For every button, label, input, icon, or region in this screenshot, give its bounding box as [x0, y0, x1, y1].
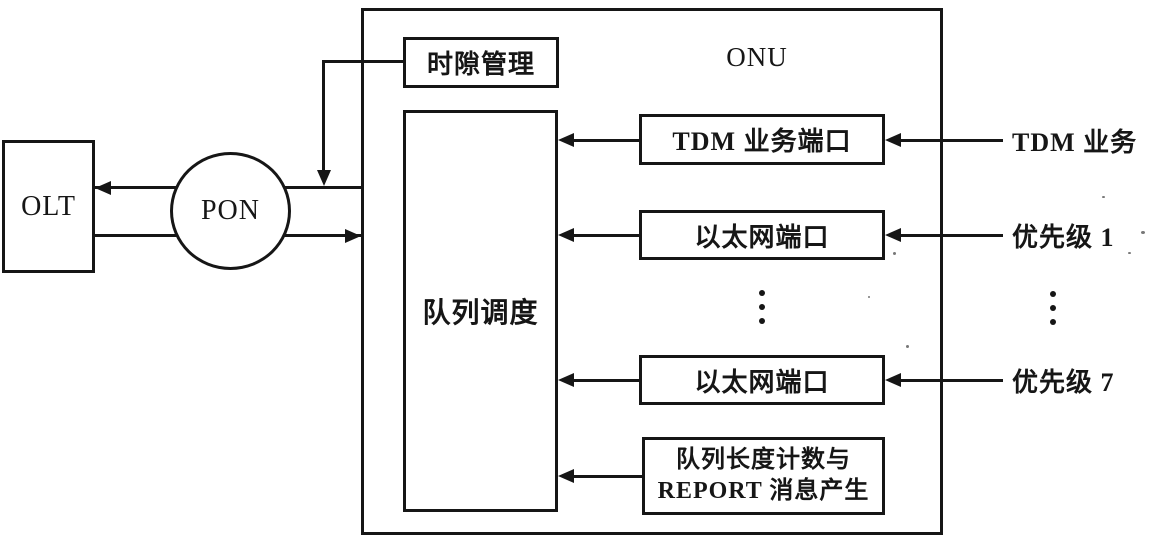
tdm-service-line [901, 139, 1003, 142]
slot-control-arrowhead-icon [317, 170, 331, 186]
vertical-ellipsis-icon [1050, 291, 1056, 325]
slot-management-label: 时隙管理 [426, 50, 535, 79]
onu-label: ONU [726, 42, 788, 72]
scan-noise [893, 252, 896, 255]
pon-label: PON [200, 195, 260, 226]
scan-noise [1102, 196, 1105, 198]
slot-control-line-horizontal [322, 60, 406, 63]
priority7-line [901, 379, 1003, 382]
eth2-to-queue-arrowhead-icon [558, 373, 574, 387]
report-generator-label-line1: 队列长度计数与 [676, 447, 851, 473]
downstream-arrowhead-icon [345, 229, 361, 243]
eth-port-1-node: 以太网端口 [639, 210, 885, 260]
scan-noise [1141, 231, 1145, 234]
olt-label: OLT [21, 190, 76, 222]
olt-node: OLT [2, 140, 95, 273]
report-to-queue-line [574, 475, 643, 478]
report-generator-label-line2: REPORT 消息产生 [657, 478, 870, 504]
slot-management-node: 时隙管理 [403, 37, 559, 88]
queue-scheduler-label: 队列调度 [422, 298, 539, 329]
scan-noise [1128, 252, 1131, 254]
upstream-arrowhead-icon [95, 181, 111, 195]
eth2-to-queue-line [574, 379, 640, 382]
scan-noise [868, 296, 870, 298]
tdm-to-queue-arrowhead-icon [558, 133, 574, 147]
priority7-arrowhead-icon [885, 373, 901, 387]
report-generator-node: 队列长度计数与 REPORT 消息产生 [642, 437, 885, 515]
priority-1-label: 优先级 1 [1012, 222, 1115, 252]
tdm-service-label: TDM 业务 [1012, 127, 1138, 157]
eth1-to-queue-arrowhead-icon [558, 228, 574, 242]
eth-port-2-label: 以太网端口 [694, 367, 830, 397]
slot-control-line-vertical [322, 60, 325, 170]
pon-node: PON [170, 152, 291, 270]
report-to-queue-arrowhead-icon [558, 469, 574, 483]
eth1-to-queue-line [574, 234, 640, 237]
tdm-port-label: TDM 业务端口 [672, 127, 852, 156]
scan-noise [906, 345, 909, 348]
priority1-line [901, 234, 1003, 237]
tdm-to-queue-line [574, 139, 640, 142]
priority-7-label: 优先级 7 [1012, 367, 1115, 397]
eth-port-2-node: 以太网端口 [639, 355, 885, 405]
tdm-port-node: TDM 业务端口 [639, 114, 885, 165]
tdm-service-arrowhead-icon [885, 133, 901, 147]
vertical-ellipsis-icon [759, 290, 765, 324]
queue-scheduler-node: 队列调度 [403, 110, 558, 512]
priority1-arrowhead-icon [885, 228, 901, 242]
eth-port-1-label: 以太网端口 [694, 222, 830, 252]
